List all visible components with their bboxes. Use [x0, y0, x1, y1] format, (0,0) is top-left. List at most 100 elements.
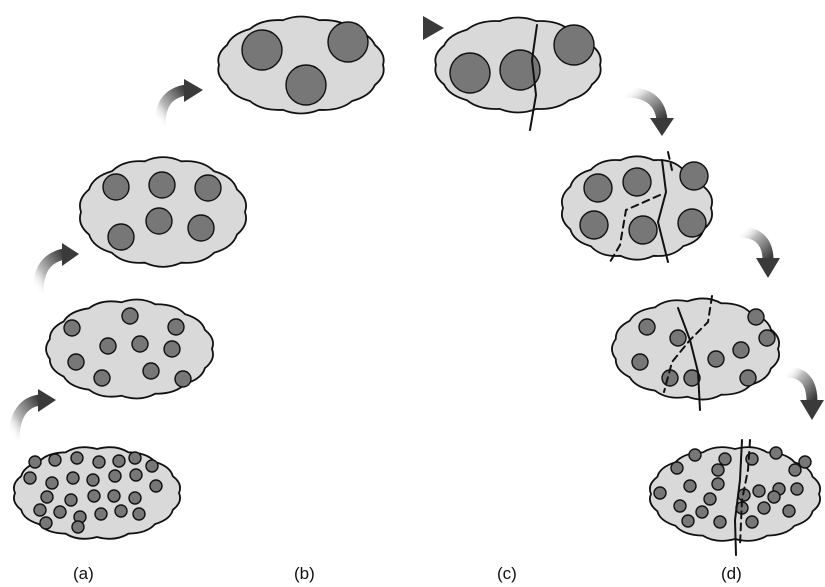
particle	[653, 486, 667, 500]
particle	[87, 489, 101, 503]
particle	[695, 505, 709, 519]
particle	[45, 476, 59, 490]
particle	[142, 362, 160, 380]
particle-cluster-a2	[45, 298, 214, 400]
dashed-crack-line	[667, 151, 673, 171]
stage-arrow-1	[8, 389, 56, 441]
particle	[767, 490, 781, 504]
particle	[128, 491, 142, 505]
particle-cluster-a1	[13, 446, 181, 540]
particle	[163, 340, 181, 358]
particle	[99, 337, 117, 355]
particle	[86, 473, 100, 487]
particle	[747, 308, 765, 326]
particle	[33, 503, 47, 517]
particle	[131, 335, 149, 353]
particle-cluster-d2	[611, 297, 780, 401]
particle	[40, 490, 54, 504]
particle	[149, 479, 163, 493]
particle	[129, 468, 143, 482]
particle	[752, 484, 766, 498]
particle	[107, 489, 121, 503]
particle	[114, 504, 128, 518]
particle	[53, 505, 67, 519]
stage-d-label: (d)	[721, 564, 742, 583]
stage-arrow-5	[624, 86, 674, 136]
particle	[713, 515, 727, 529]
particle	[673, 499, 687, 513]
stage-arrow-2	[32, 243, 79, 294]
particle	[622, 167, 652, 197]
particle	[711, 477, 725, 491]
particle	[132, 507, 146, 521]
particle	[327, 21, 369, 63]
particle	[187, 214, 215, 242]
particle	[758, 329, 776, 347]
particle	[67, 353, 85, 371]
particle	[167, 318, 185, 336]
particle-cluster-d3	[649, 446, 821, 542]
stage-arrow-4	[396, 16, 444, 40]
crack-line	[656, 159, 669, 263]
particle	[631, 353, 649, 371]
stage-c-label: (c)	[497, 564, 517, 583]
particle	[628, 215, 658, 245]
particle	[718, 452, 732, 466]
crack-line	[677, 307, 701, 411]
particle	[683, 479, 697, 493]
particle-cluster-a3	[79, 156, 247, 268]
particle	[739, 369, 757, 387]
particle	[670, 461, 684, 475]
particle	[92, 455, 106, 469]
particle	[798, 455, 812, 469]
particle	[121, 307, 139, 325]
stage-arrow-3	[154, 79, 203, 126]
particle	[39, 516, 53, 530]
particle	[703, 492, 717, 506]
dashed-crack-line	[739, 439, 751, 546]
particle	[711, 463, 725, 477]
particle	[145, 459, 159, 473]
particle	[285, 64, 327, 106]
particle	[638, 318, 656, 336]
particle-cluster-b	[217, 15, 385, 115]
particle	[769, 446, 783, 460]
particle	[48, 453, 62, 467]
particle	[70, 451, 84, 465]
particle	[732, 341, 750, 359]
particle	[194, 174, 222, 202]
particle	[583, 173, 613, 203]
crack-line	[529, 24, 538, 131]
dashed-crack-line	[663, 295, 713, 393]
particle	[93, 369, 111, 387]
particle-cluster-d1	[561, 155, 713, 261]
particle	[683, 369, 701, 387]
particle	[102, 173, 130, 201]
particle	[128, 451, 142, 465]
particle	[28, 455, 42, 469]
particle	[681, 514, 695, 528]
particle	[63, 319, 81, 337]
particle	[679, 161, 709, 191]
particle-cluster-c	[434, 16, 602, 114]
particle	[707, 350, 725, 368]
particle	[148, 171, 176, 199]
particle	[241, 29, 283, 71]
crack-line	[733, 439, 743, 556]
stage-a-label: (a)	[73, 564, 94, 583]
particle	[71, 520, 85, 534]
particle	[757, 501, 771, 515]
particle	[499, 49, 541, 91]
particle	[449, 52, 491, 94]
particle	[553, 24, 595, 66]
particle	[782, 504, 796, 518]
stage-b-label: (b)	[294, 564, 315, 583]
dashed-crack-line	[609, 194, 661, 263]
particle	[745, 515, 759, 529]
particle	[669, 329, 687, 347]
particle	[66, 471, 80, 485]
particle	[64, 493, 78, 507]
particle	[788, 463, 802, 477]
particle	[108, 469, 122, 483]
